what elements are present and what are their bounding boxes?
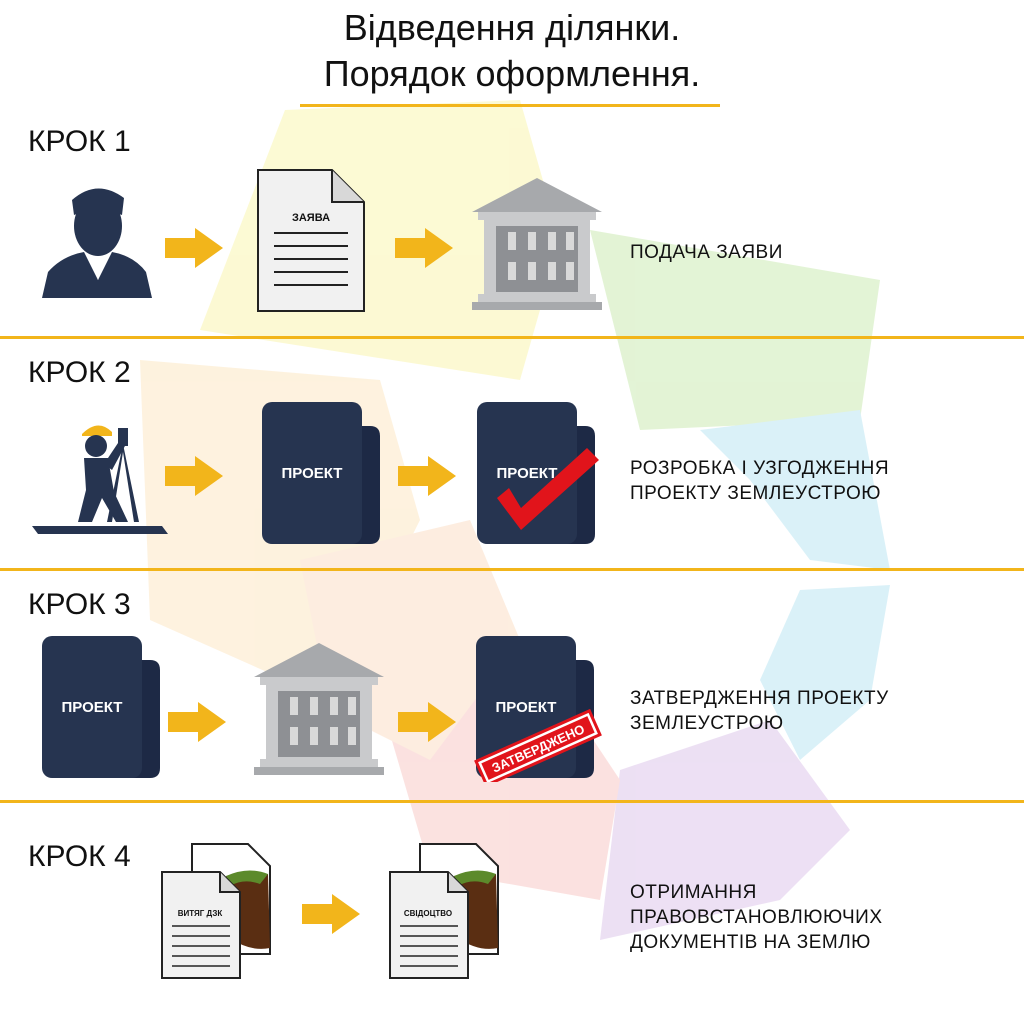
step-2-label: КРОК 2 — [28, 356, 131, 389]
project-folder-icon: ПРОЕКТ — [42, 636, 160, 778]
step-divider — [0, 568, 1024, 571]
step-4-description-line: ДОКУМЕНТІВ НА ЗЕМЛЮ — [630, 932, 871, 953]
project-folder-label: ПРОЕКТ — [282, 465, 343, 482]
step-1-description-line: ПОДАЧА ЗАЯВИ — [630, 242, 783, 263]
project-folder-label: ПРОЕКТ — [497, 465, 558, 482]
title-underline — [300, 104, 720, 107]
project-folder-icon: ПРОЕКТ — [262, 402, 380, 544]
arrow-right-icon — [302, 894, 360, 934]
step-1-description: ПОДАЧА ЗАЯВИ — [630, 240, 783, 265]
certificate-label: СВІДОЦТВО — [404, 909, 452, 918]
arrow-right-icon — [168, 702, 226, 742]
arrow-right-icon — [398, 702, 456, 742]
arrow-right-icon — [395, 228, 453, 268]
checkmark-icon — [497, 448, 599, 530]
step-2-description: РОЗРОБКА І УЗГОДЖЕННЯ ПРОЕКТУ ЗЕМЛЕУСТРО… — [630, 456, 889, 506]
arrow-right-icon — [398, 456, 456, 496]
land-extract-documents-icon: ВИТЯГ ДЗК — [160, 842, 272, 980]
step-3-description-line: ЗЕМЛЕУСТРОЮ — [630, 713, 784, 734]
page-title-line-1: Відведення ділянки. — [343, 7, 681, 48]
application-doc-label: ЗАЯВА — [292, 212, 330, 224]
step-2-description-line: ПРОЕКТУ ЗЕМЛЕУСТРОЮ — [630, 483, 881, 504]
project-folder-label: ПРОЕКТ — [62, 699, 123, 716]
project-folder-label: ПРОЕКТ — [496, 699, 557, 716]
step-divider — [0, 800, 1024, 803]
surveyor-icon — [32, 422, 168, 534]
step-4-description: ОТРИМАННЯ ПРАВОВСТАНОВЛЮЮЧИХ ДОКУМЕНТІВ … — [630, 880, 883, 955]
step-2-description-line: РОЗРОБКА І УЗГОДЖЕННЯ — [630, 458, 890, 479]
page-title-line-2: Порядок оформлення. — [323, 53, 701, 94]
arrow-right-icon — [165, 228, 223, 268]
certificate-documents-icon: СВІДОЦТВО — [388, 842, 500, 980]
step-1-label: КРОК 1 — [28, 125, 131, 158]
step-4-label: КРОК 4 — [28, 840, 131, 873]
project-folder-checked-icon: ПРОЕКТ — [477, 402, 603, 544]
step-4-description-line: ОТРИМАННЯ — [630, 882, 757, 903]
step-3-description-line: ЗАТВЕРДЖЕННЯ ПРОЕКТУ — [630, 688, 889, 709]
step-3-description: ЗАТВЕРДЖЕННЯ ПРОЕКТУ ЗЕМЛЕУСТРОЮ — [630, 686, 889, 736]
step-4-description-line: ПРАВОВСТАНОВЛЮЮЧИХ — [630, 907, 883, 928]
application-document-icon: ЗАЯВА — [256, 168, 366, 313]
person-icon — [42, 180, 152, 298]
land-extract-label: ВИТЯГ ДЗК — [178, 909, 223, 918]
step-3-label: КРОК 3 — [28, 588, 131, 621]
step-divider — [0, 336, 1024, 339]
arrow-right-icon — [165, 456, 223, 496]
project-folder-stamped-icon: ПРОЕКТ ЗАТВЕРДЖЕНО — [468, 636, 614, 782]
government-building-icon — [472, 178, 602, 310]
government-building-icon — [254, 643, 384, 775]
